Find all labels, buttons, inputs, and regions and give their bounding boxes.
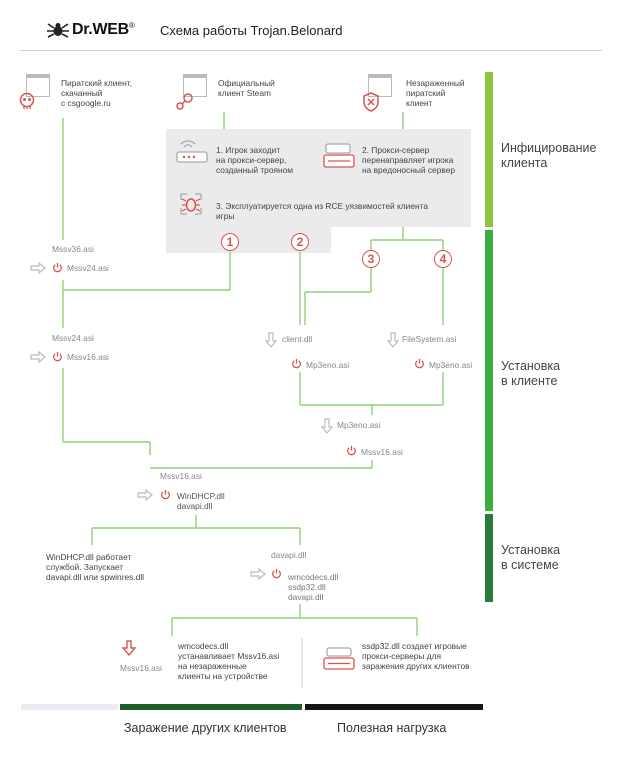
legend-bar-spread <box>120 704 302 710</box>
arrow-right-icon <box>30 262 46 274</box>
brand-logo: Dr.WEB ® <box>47 21 135 39</box>
stage-label-system: Установка в системе <box>501 543 561 572</box>
stage-bar-infection <box>485 72 493 227</box>
arrow-down-icon <box>321 418 333 434</box>
file-davapi: davapi.dll <box>271 550 307 560</box>
file-mssv36: Mssv36.asi <box>52 244 94 254</box>
steam-client-box-icon <box>183 74 207 97</box>
file-mssv16-c: Mssv16.asi <box>160 471 202 481</box>
stage-bar-client <box>485 230 493 511</box>
arrow-right-icon <box>137 489 153 501</box>
stage-label-infection: Инфицирование клиента <box>501 141 597 170</box>
attack-step-2: 2. Прокси-сервер перенаправляет игрока н… <box>362 145 456 175</box>
shield-x-icon <box>363 92 379 112</box>
legend-label-payload: Полезная нагрузка <box>337 721 447 735</box>
server-red-icon <box>323 647 355 670</box>
file-mssv16-a: Mssv16.asi <box>67 352 109 362</box>
step-number-4: 4 <box>434 250 452 268</box>
arrow-right-icon <box>30 351 46 363</box>
step-number-3: 3 <box>362 250 380 268</box>
arrow-down-icon <box>265 332 277 348</box>
file-mp3eno-a: Mp3eno.asi <box>306 360 350 370</box>
legend-bar-payload <box>305 704 483 710</box>
attack-step-3: 3. Эксплуатируется одна из RCE уязвимост… <box>216 201 429 221</box>
brand-name: Dr.WEB <box>72 21 129 38</box>
file-mp3eno-c: Mp3eno.asi <box>337 420 381 430</box>
ssdp-description: ssdp32.dll создает игровые прокси-сервер… <box>362 641 470 671</box>
brand-registered: ® <box>128 21 135 30</box>
file-client-dll: client.dll <box>282 334 313 344</box>
header-divider <box>20 50 602 51</box>
arrow-right-icon <box>250 568 266 580</box>
attack-step-1: 1. Игрок заходит на прокси-сервер, созда… <box>216 145 294 175</box>
file-mssv16-b: Mssv16.asi <box>361 447 403 457</box>
pirate-client-label: Пиратский клиент, скачанный с csgoogle.r… <box>61 78 132 108</box>
skull-icon <box>19 92 35 109</box>
arrow-down-icon <box>387 332 399 348</box>
server-icon <box>323 143 355 168</box>
stage-label-client: Установка в клиенте <box>501 359 561 388</box>
power-icon <box>415 358 424 369</box>
power-icon <box>272 568 281 579</box>
power-icon <box>53 262 62 273</box>
steam-client-label: Официальный клиент Steam <box>218 78 275 98</box>
step-number-1: 1 <box>221 233 239 251</box>
power-icon <box>292 358 301 369</box>
wifi-router-icon <box>176 140 208 163</box>
arrow-down-red-icon <box>122 640 136 656</box>
file-mssv16-d: Mssv16.asi <box>120 663 162 673</box>
file-wmcodecs-group: wmcodecs.dll ssdp32.dll davapi.dll <box>288 572 339 602</box>
uninfected-client-label: Незараженный пиратский клиент <box>406 78 465 108</box>
pirate-client-box-icon <box>26 74 50 97</box>
file-mssv24-a: Mssv24.asi <box>67 263 109 273</box>
file-mp3eno-b: Mp3eno.asi <box>429 360 473 370</box>
page-title: Схема работы Trojan.Belonard <box>160 23 343 38</box>
legend-label-spread: Заражение других клиентов <box>124 721 287 735</box>
file-filesystem: FileSystem.asi <box>402 334 457 344</box>
uninfected-client-box-icon <box>368 74 392 97</box>
spider-icon <box>47 23 69 38</box>
file-windhcp-davapi: WinDHCP.dll davapi.dll <box>177 491 225 511</box>
attack-panel <box>166 129 471 227</box>
power-icon <box>53 351 62 362</box>
windhcp-description: WinDHCP.dll работает службой. Запускает … <box>46 552 145 582</box>
power-icon <box>347 445 356 456</box>
bug-exploit-icon <box>180 193 202 215</box>
step-number-2: 2 <box>291 233 309 251</box>
legend-bar-neutral <box>21 704 118 710</box>
power-icon <box>161 489 170 500</box>
wmcodecs-description: wmcodecs.dll устанавливает Mssv16.asi на… <box>178 641 280 681</box>
steam-icon <box>176 93 193 110</box>
file-mssv24-b: Mssv24.asi <box>52 333 94 343</box>
stage-bar-system <box>485 514 493 602</box>
